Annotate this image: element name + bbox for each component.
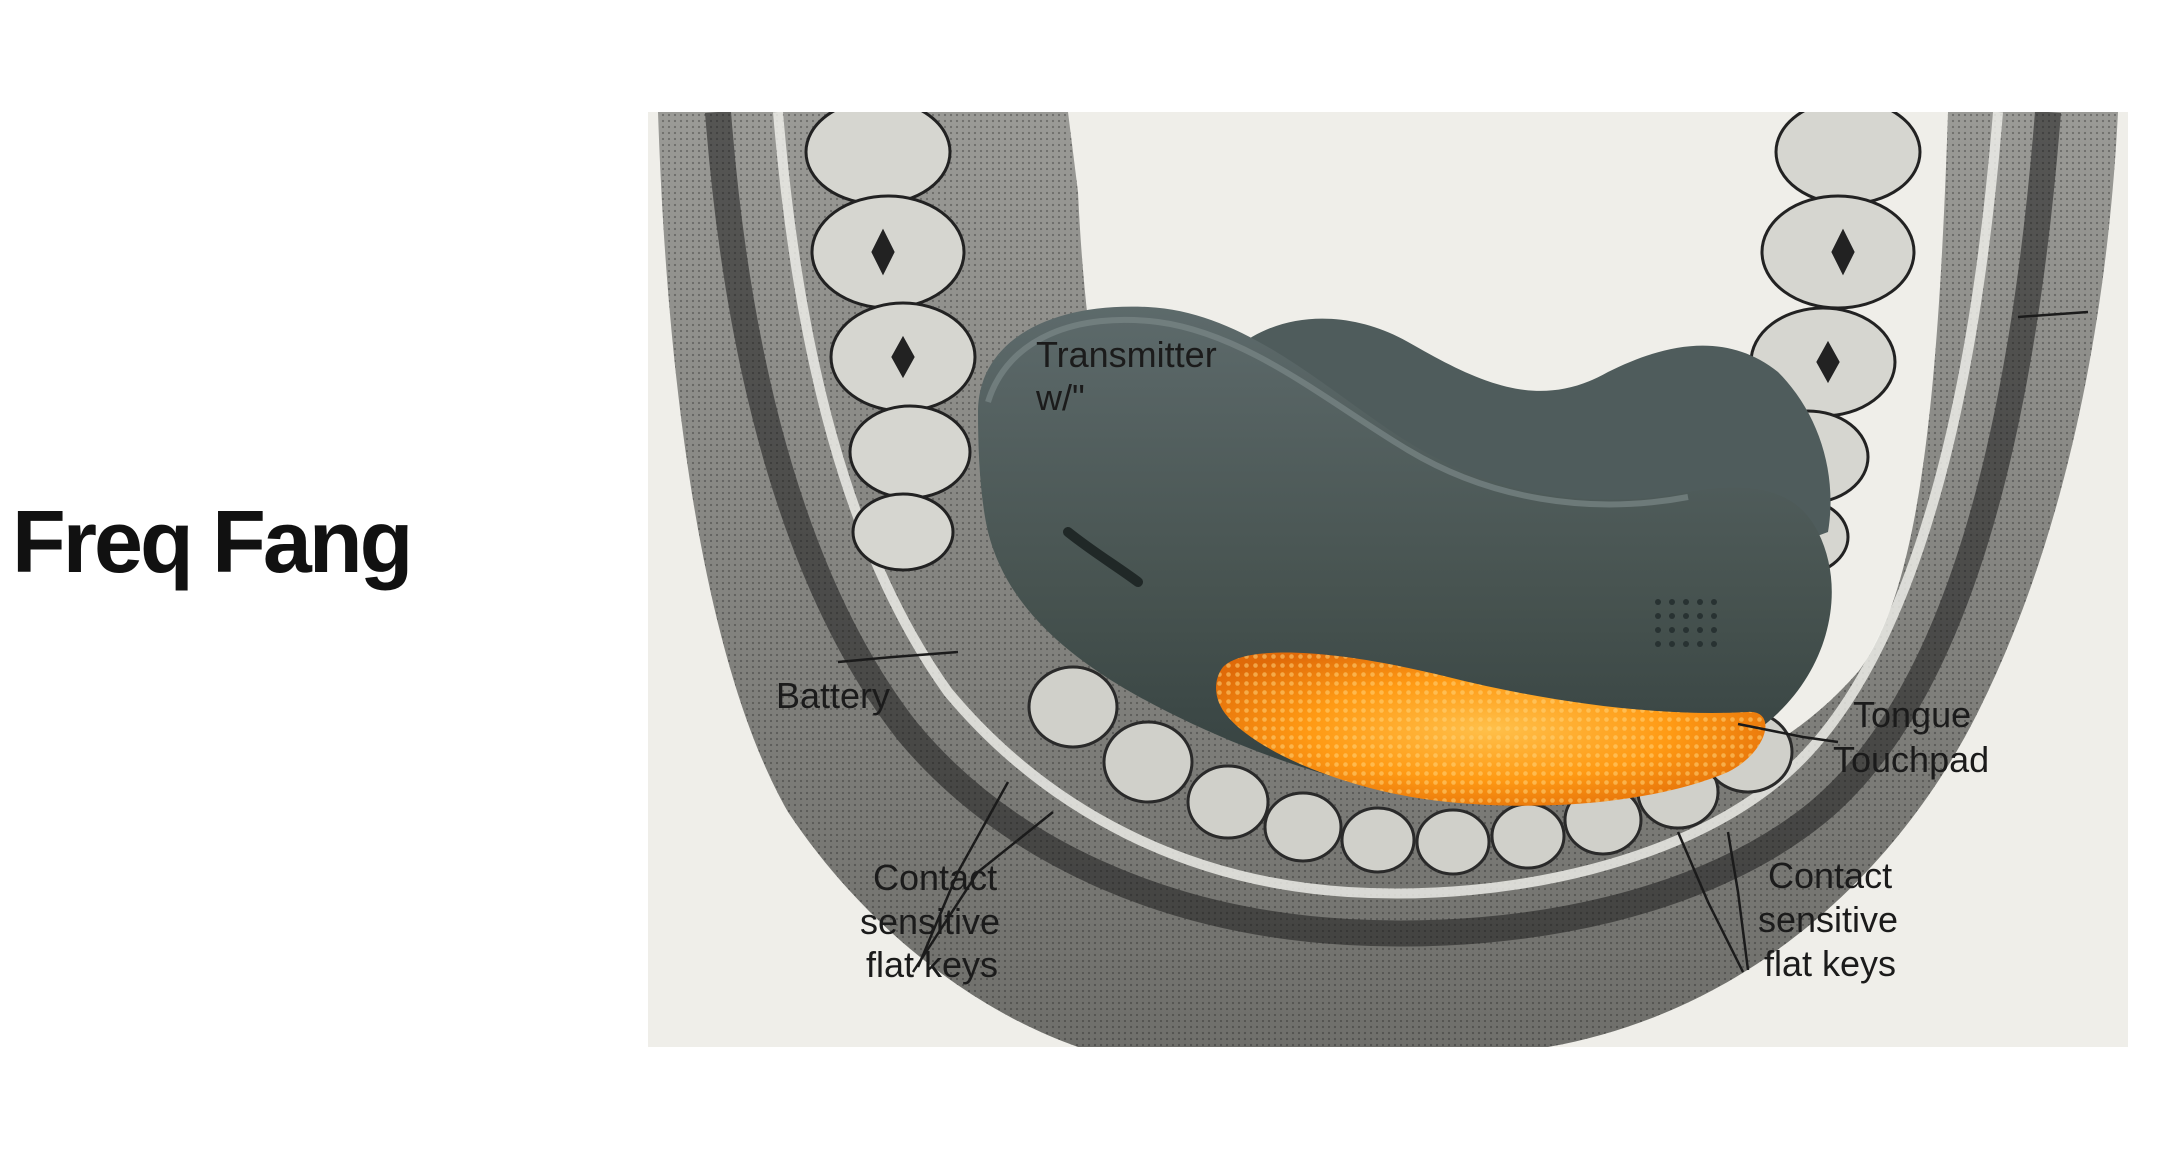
device-diagram: Transmitter w/" Battery Tongue Touchpad …	[648, 112, 2128, 1047]
label-tongue-line2: Touchpad	[1833, 739, 1989, 780]
label-transmitter-line2: w/"	[1035, 377, 1085, 418]
label-contact-left-3: flat keys	[866, 944, 998, 985]
label-tongue-line1: Tongue	[1853, 694, 1971, 735]
label-contact-right-2: sensitive	[1758, 899, 1898, 940]
label-contact-right-3: flat keys	[1764, 943, 1896, 984]
page-title: Freq Fang	[12, 498, 410, 586]
label-contact-left-2: sensitive	[860, 901, 1000, 942]
label-battery: Battery	[776, 675, 890, 716]
label-contact-left-1: Contact	[873, 857, 997, 898]
label-transmitter-line1: Transmitter	[1036, 334, 1217, 375]
label-contact-right-1: Contact	[1768, 855, 1892, 896]
